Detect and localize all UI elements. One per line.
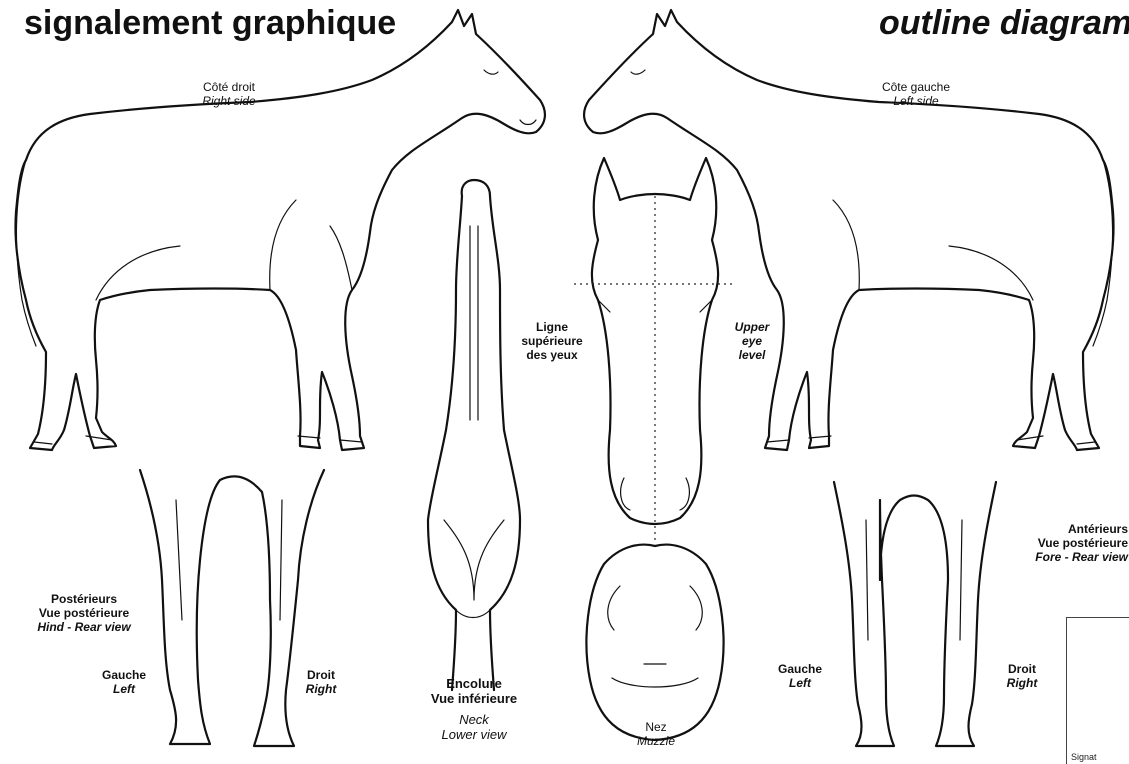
label-hind-fr1: Postérieurs (18, 592, 150, 606)
label-fore-fr2: Vue postérieure (992, 536, 1128, 550)
label-upper-eye-3: level (724, 348, 780, 362)
neck-lower-view-figure (428, 180, 520, 690)
label-neck-en1: Neck (408, 712, 540, 727)
label-eye-line-1: Ligne (516, 320, 588, 334)
label-upper-eye-2: eye (724, 334, 780, 348)
label-hind-left-en: Left (94, 682, 154, 696)
label-fore-right: Droit Right (996, 662, 1048, 690)
label-fore-rear-view: Antérieurs Vue postérieure Fore - Rear v… (992, 522, 1128, 564)
label-fore-left: Gauche Left (770, 662, 830, 690)
label-hind-right-en: Right (296, 682, 346, 696)
head-front-view-figure (574, 158, 736, 540)
label-hind-right: Droit Right (296, 668, 346, 696)
signature-label: Signat (1071, 752, 1097, 762)
label-left-side-en: Left side (866, 94, 966, 108)
label-neck-lower-view: Encolure Vue inférieure Neck Lower view (408, 676, 540, 742)
label-hind-rear-view: Postérieurs Vue postérieure Hind - Rear … (18, 592, 150, 634)
horse-left-side-figure (584, 10, 1113, 450)
label-fore-right-en: Right (996, 676, 1048, 690)
label-right-side-en: Right side (184, 94, 274, 108)
title-signalement-graphique: signalement graphique (24, 4, 396, 43)
label-neck-fr2: Vue inférieure (408, 691, 540, 706)
label-fore-left-en: Left (770, 676, 830, 690)
label-hind-left: Gauche Left (94, 668, 154, 696)
signature-box[interactable] (1066, 617, 1129, 764)
label-muzzle-en: Muzzle (616, 734, 696, 748)
label-left-side: Côte gauche Left side (866, 80, 966, 108)
label-neck-fr1: Encolure (408, 676, 540, 691)
label-hind-right-fr: Droit (296, 668, 346, 682)
label-muzzle: Nez Muzzle (616, 720, 696, 748)
horse-right-side-figure (15, 10, 544, 450)
label-neck-en2: Lower view (408, 727, 540, 742)
title-outline-diagram: outline diagram (879, 4, 1129, 43)
label-eye-line-2: supérieure (516, 334, 588, 348)
label-fore-fr1: Antérieurs (992, 522, 1128, 536)
label-upper-eye-level: Upper eye level (724, 320, 780, 362)
label-eye-line: Ligne supérieure des yeux (516, 320, 588, 362)
muzzle-figure (586, 545, 723, 740)
label-upper-eye-1: Upper (724, 320, 780, 334)
label-left-side-fr: Côte gauche (866, 80, 966, 94)
label-fore-en: Fore - Rear view (992, 550, 1128, 564)
hind-legs-rear-view-figure (140, 470, 324, 746)
label-muzzle-fr: Nez (616, 720, 696, 734)
label-fore-right-fr: Droit (996, 662, 1048, 676)
label-right-side: Côté droit Right side (184, 80, 274, 108)
label-fore-left-fr: Gauche (770, 662, 830, 676)
label-hind-left-fr: Gauche (94, 668, 154, 682)
label-right-side-fr: Côté droit (184, 80, 274, 94)
label-eye-line-3: des yeux (516, 348, 588, 362)
fore-legs-rear-view-figure (834, 482, 996, 746)
label-hind-en: Hind - Rear view (18, 620, 150, 634)
label-hind-fr2: Vue postérieure (18, 606, 150, 620)
